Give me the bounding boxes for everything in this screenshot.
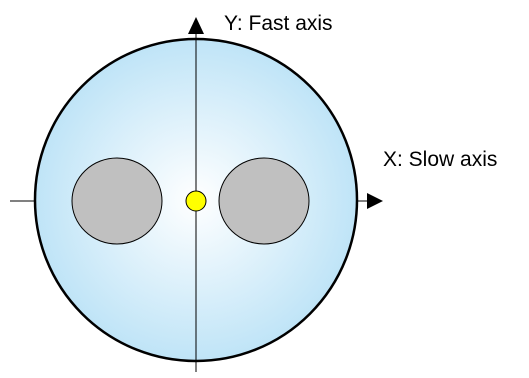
stress-rod-left [71, 157, 163, 245]
y-axis-arrowhead [188, 17, 204, 34]
fiber-core [185, 190, 207, 212]
stress-rod-right [218, 157, 310, 245]
x-axis-label: X: Slow axis [383, 148, 498, 171]
x-axis-arrowhead [367, 193, 383, 209]
y-axis-label: Y: Fast axis [224, 12, 333, 35]
